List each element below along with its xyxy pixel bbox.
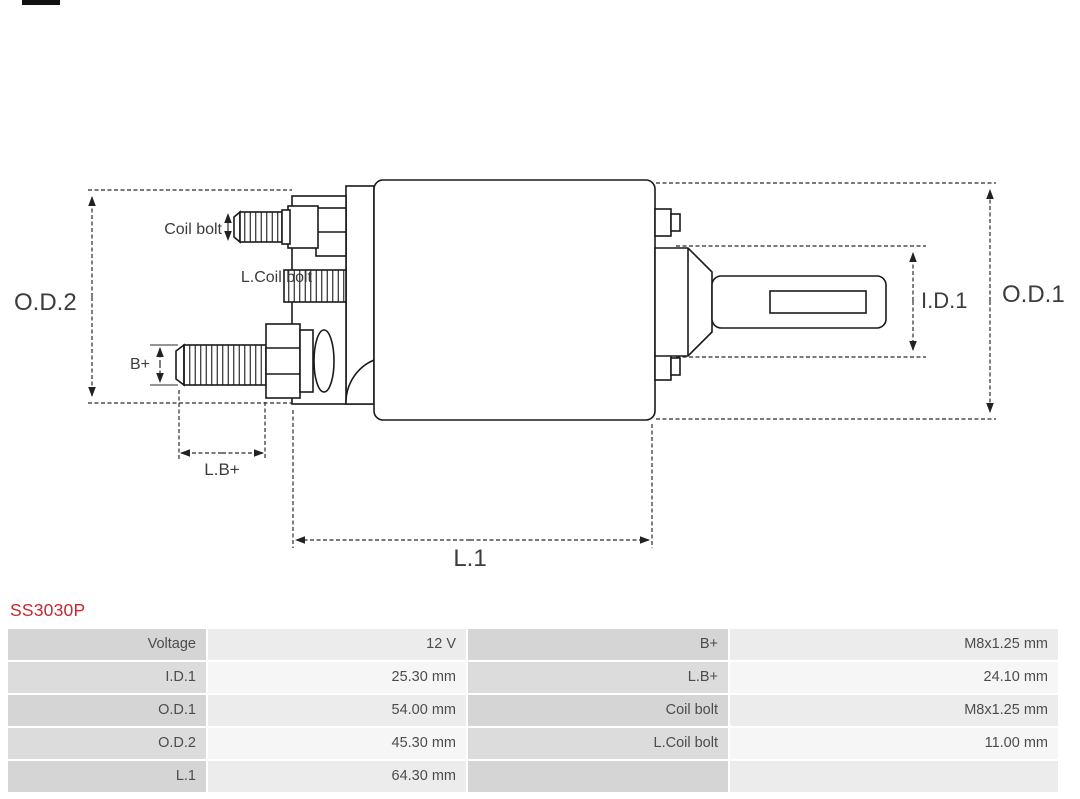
spec-value-cell: 45.30 mm <box>208 728 466 759</box>
label-l1: L.1 <box>453 545 486 572</box>
label-coil-bolt: Coil bolt <box>164 221 222 238</box>
l-coil-bolt-threads <box>283 269 347 303</box>
technical-diagram-area: O.D.2 O.D.1 I.D.1 Coil bolt L.Coil bolt … <box>14 179 1065 572</box>
spec-value-cell: 11.00 mm <box>730 728 1058 759</box>
b-plus-ticks <box>150 344 178 386</box>
spec-value-cell: 25.30 mm <box>208 662 466 693</box>
part-number: SS3030P <box>10 600 86 620</box>
label-b-plus: B+ <box>130 356 150 373</box>
label-l-coil-bolt: L.Coil bolt <box>241 269 313 286</box>
spec-value-cell: 12 V <box>208 629 466 660</box>
coil-bolt-terminal <box>233 209 291 245</box>
dimension-od1 <box>656 182 996 420</box>
label-lb-plus: L.B+ <box>204 460 240 479</box>
spec-value-cell: M8x1.25 mm <box>730 629 1058 660</box>
b-plus-terminal <box>175 323 335 399</box>
dimension-labels: O.D.2 O.D.1 I.D.1 Coil bolt L.Coil bolt … <box>14 221 1065 572</box>
spec-value-cell: 24.10 mm <box>730 662 1058 693</box>
spec-label-cell: O.D.2 <box>8 728 206 759</box>
spec-label-cell: Voltage <box>8 629 206 660</box>
spec-label-cell: Coil bolt <box>468 695 728 726</box>
spec-label-cell <box>468 761 728 792</box>
spec-label-cell: B+ <box>468 629 728 660</box>
plunger-shaft <box>654 247 887 357</box>
spec-value-cell: 64.30 mm <box>208 761 466 792</box>
solenoid-diagram: O.D.2 O.D.1 I.D.1 Coil bolt L.Coil bolt … <box>14 179 1065 572</box>
dimension-l1 <box>292 410 653 548</box>
spec-value-cell <box>730 761 1058 792</box>
dimension-od2 <box>88 189 292 404</box>
spec-value-cell: M8x1.25 mm <box>730 695 1058 726</box>
spec-value-cell: 54.00 mm <box>208 695 466 726</box>
solenoid-body <box>373 179 656 421</box>
spec-label-cell: L.1 <box>8 761 206 792</box>
spec-table: Voltage 12 V B+ M8x1.25 mm I.D.1 25.30 m… <box>8 629 1058 792</box>
solenoid-drawing <box>175 179 887 421</box>
dimension-lines <box>88 182 996 548</box>
spec-label-cell: L.Coil bolt <box>468 728 728 759</box>
label-id1: I.D.1 <box>921 288 967 313</box>
label-od1: O.D.1 <box>1002 281 1065 308</box>
dimension-lb-plus <box>178 390 266 460</box>
spec-label-cell: I.D.1 <box>8 662 206 693</box>
spec-label-cell: L.B+ <box>468 662 728 693</box>
logo-mark <box>22 0 60 5</box>
rear-studs <box>654 208 681 381</box>
label-od2: O.D.2 <box>14 289 77 316</box>
spec-label-cell: O.D.1 <box>8 695 206 726</box>
dimension-id1 <box>676 245 926 358</box>
